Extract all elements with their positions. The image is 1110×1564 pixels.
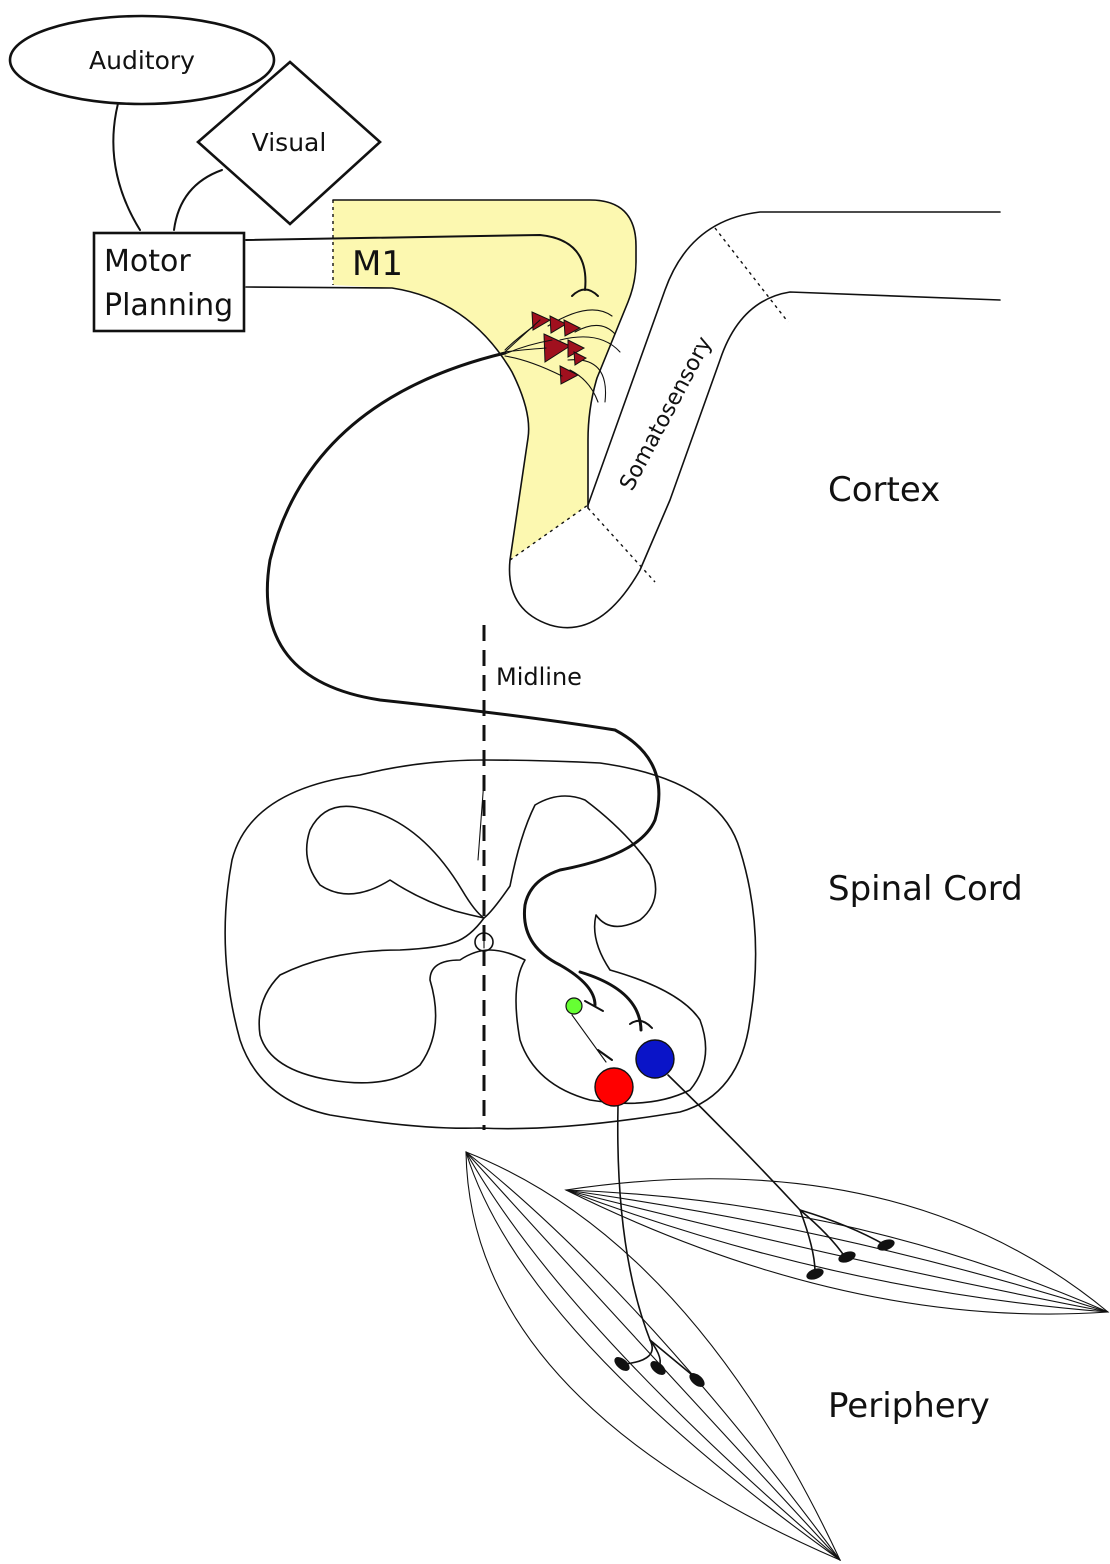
motor-planning-node: Motor Planning bbox=[94, 233, 244, 331]
corticospinal-branch bbox=[580, 972, 641, 1030]
midline-label: Midline bbox=[496, 663, 582, 691]
auditory-to-motor-planning bbox=[113, 96, 140, 230]
spinal-neurons bbox=[566, 998, 885, 1379]
motor-planning-label-line2: Planning bbox=[104, 288, 233, 323]
somatosensory-boundary-bottom bbox=[588, 508, 655, 582]
spinal-cord-fissure-top bbox=[478, 780, 484, 860]
visual-to-motor-planning bbox=[174, 170, 222, 230]
interneuron-green bbox=[566, 998, 582, 1014]
interneuron-axon bbox=[572, 1015, 606, 1062]
inhibitory-terminal bbox=[598, 1050, 612, 1060]
motor-neuron-red bbox=[595, 1068, 633, 1106]
motor-planning-label-line1: Motor bbox=[104, 244, 191, 279]
periphery-label: Periphery bbox=[828, 1386, 990, 1426]
corticospinal-tract bbox=[267, 353, 659, 1005]
muscle-right-fiber-4 bbox=[566, 1190, 1108, 1312]
m1-lower-contour bbox=[246, 287, 1000, 628]
muscle-right-fiber-2 bbox=[566, 1190, 1108, 1312]
muscle-right-fiber-1 bbox=[566, 1190, 1108, 1312]
auditory-label: Auditory bbox=[89, 46, 195, 75]
visual-label: Visual bbox=[252, 128, 327, 157]
muscle-right-fiber-3 bbox=[566, 1190, 1108, 1312]
motor-neuron-blue bbox=[636, 1040, 674, 1078]
auditory-node: Auditory bbox=[10, 16, 274, 104]
somatosensory-boundary-top bbox=[715, 228, 788, 322]
cortex-label: Cortex bbox=[828, 470, 940, 510]
spinal-cord bbox=[225, 760, 756, 1129]
somatosensory-label: Somatosensory bbox=[615, 333, 717, 495]
m1-label: M1 bbox=[352, 244, 403, 284]
blue-motor-axon bbox=[668, 1075, 815, 1272]
spinal-cord-label: Spinal Cord bbox=[828, 869, 1023, 909]
endplate-5 bbox=[837, 1249, 857, 1265]
red-motor-axon bbox=[618, 1106, 652, 1364]
endplate-2 bbox=[648, 1358, 668, 1377]
